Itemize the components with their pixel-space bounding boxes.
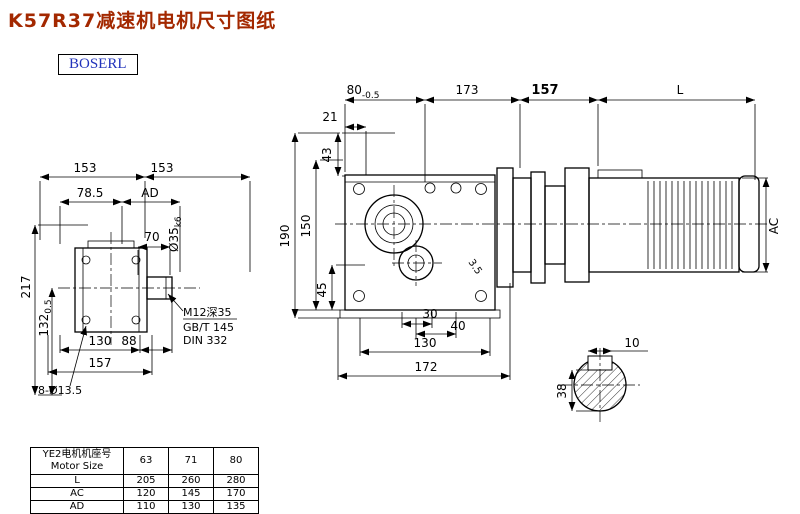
extension-lines (38, 181, 251, 396)
adapter-flange (496, 167, 514, 288)
bolt-hole (131, 315, 141, 325)
chamfer-label: 3.5 (466, 257, 484, 276)
table-header-label: YE2电机机座号 Motor Size (30, 447, 124, 475)
dim-L-label: L (677, 83, 684, 97)
dim-132-label: 1320.5 (37, 299, 54, 336)
side-view-dimensions: 80-0.5 173 157 L 21 43 190 150 45 30 40 … (278, 83, 756, 380)
dim-43-label: 43 (320, 147, 334, 162)
table-cell: 120 (123, 487, 169, 501)
thread-note-2: GB/T 145 (183, 321, 234, 334)
dim-88-label: 88 (121, 334, 136, 348)
dim-78-5-label: 78.5 (77, 186, 104, 200)
corner-bolt (353, 290, 365, 302)
table-row: L 205 260 280 (30, 474, 259, 488)
table-cell: 110 (123, 500, 169, 514)
motor-view: AC (335, 167, 781, 288)
table-cell: 280 (213, 474, 259, 488)
table-size-63: 63 (123, 447, 169, 475)
holes-callout-label: 8-Ø13.5 (38, 384, 82, 397)
dim-157-front-label: 157 (89, 356, 112, 370)
dim-153-left-label: 153 (74, 161, 97, 175)
table-cell: 205 (123, 474, 169, 488)
motor-flange (564, 167, 590, 283)
dim-30-label: 30 (422, 307, 437, 321)
table-row: AC 120 145 170 (30, 487, 259, 501)
table-cell: 135 (213, 500, 259, 514)
dim-40-label: 40 (450, 319, 465, 333)
top-bolt (450, 182, 462, 194)
extension-lines (298, 104, 756, 380)
dim-AD-label: AD (141, 186, 158, 200)
motor-fins (647, 181, 733, 269)
extension-lines (576, 369, 600, 412)
dim-130-bottom-label: 130 (414, 336, 437, 350)
terminal-box (597, 169, 643, 179)
thread-note-1: M12深35 (183, 306, 232, 319)
thread-leader (167, 293, 184, 312)
table-cell: 145 (168, 487, 214, 501)
dim-190-label: 190 (278, 225, 292, 248)
dim-AC-label: AC (767, 218, 781, 234)
table-row: AD 110 130 135 (30, 500, 259, 514)
dim-45-label: 45 (315, 282, 329, 297)
motor-size-table: YE2电机机座号 Motor Size 63 71 80 L 205 260 2… (30, 447, 259, 514)
dim-80-label: 80-0.5 (347, 83, 380, 101)
dim-173-label: 173 (456, 83, 479, 97)
dim-130-label: 130 (89, 334, 112, 348)
brand-logo: BOSERL (58, 54, 138, 75)
row-label-AD: AD (30, 500, 124, 514)
table-size-71: 71 (168, 447, 214, 475)
dim-21-label: 21 (322, 110, 337, 124)
corner-bolt (475, 183, 487, 195)
dim-172-label: 172 (415, 360, 438, 374)
table-header-row: YE2电机机座号 Motor Size 63 71 80 (30, 447, 259, 475)
dim-217-label: 217 (19, 276, 33, 299)
table-header-cn: YE2电机机座号 (42, 449, 112, 460)
extension-lines (742, 177, 768, 273)
dim-153-right-label: 153 (151, 161, 174, 175)
table-cell: 170 (213, 487, 259, 501)
front-view (58, 232, 200, 345)
table-cell: 260 (168, 474, 214, 488)
bolt-hole (81, 255, 91, 265)
holes-leader (69, 325, 87, 387)
base-plate (339, 309, 501, 319)
row-label-AC: AC (30, 487, 124, 501)
front-view-dimensions: 153 153 78.5 AD 70 Ø35k6 217 1320.5 130 … (19, 161, 251, 397)
dim-10-label: 10 (624, 336, 639, 350)
side-view: 3.5 (339, 174, 501, 319)
dim-157-label: 157 (531, 83, 558, 98)
top-bolt (424, 182, 436, 194)
corner-bolt (353, 183, 365, 195)
motor-body (588, 177, 740, 273)
dim-150-label: 150 (299, 215, 313, 238)
dim-38-label: 38 (555, 383, 569, 398)
technical-drawing: 153 153 78.5 AD 70 Ø35k6 217 1320.5 130 … (19, 83, 781, 422)
table-cell: 130 (168, 500, 214, 514)
table-size-80: 80 (213, 447, 259, 475)
bolt-hole (81, 315, 91, 325)
page-title: K57R37减速机电机尺寸图纸 (8, 10, 277, 32)
dim-70-label: 70 (144, 230, 159, 244)
table-header-en: Motor Size (50, 461, 104, 472)
corner-bolt (475, 290, 487, 302)
row-label-L: L (30, 474, 124, 488)
dim-shaft-dia-label: Ø35k6 (167, 216, 184, 252)
shaft-section: 10 38 (555, 336, 648, 422)
thread-note-3: DIN 332 (183, 334, 227, 347)
bolt-hole (131, 255, 141, 265)
